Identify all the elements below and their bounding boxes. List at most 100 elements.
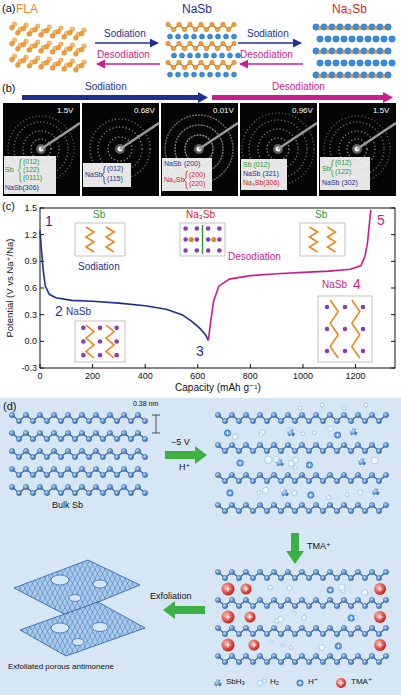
sb-atom bbox=[86, 418, 91, 423]
lattice-line bbox=[30, 550, 90, 665]
sb-atom bbox=[107, 484, 112, 489]
sb-atom bbox=[221, 22, 225, 26]
sb-atom bbox=[10, 57, 15, 62]
lattice-line bbox=[160, 550, 220, 665]
sb-atom bbox=[369, 653, 374, 658]
sb-atom bbox=[142, 418, 147, 423]
sb-atom bbox=[215, 27, 219, 31]
sb-atom bbox=[376, 478, 381, 483]
phase-label: NaSb bbox=[164, 160, 182, 168]
sb-atom bbox=[306, 603, 311, 608]
sb-atom bbox=[362, 448, 367, 453]
sb-atom bbox=[348, 631, 353, 636]
sb-atom bbox=[30, 418, 35, 423]
process-label: Sodiation bbox=[104, 28, 146, 40]
na-atom bbox=[389, 60, 395, 66]
sheet-lattice bbox=[0, 550, 255, 665]
tick bbox=[391, 207, 395, 208]
sb-chain bbox=[106, 227, 114, 252]
sb-atom bbox=[243, 625, 248, 630]
lattice-line bbox=[85, 550, 145, 665]
lattice-line bbox=[0, 550, 5, 665]
na-atom bbox=[114, 326, 119, 331]
lattice-line bbox=[65, 550, 125, 665]
legend-text: TMA⁺ bbox=[351, 677, 372, 686]
tma-ion bbox=[222, 611, 235, 624]
sb-atom bbox=[376, 603, 381, 608]
pore bbox=[69, 595, 81, 602]
sb-atom bbox=[93, 412, 98, 417]
h-atom bbox=[349, 428, 352, 431]
plus-sign bbox=[341, 681, 342, 686]
lattice-line bbox=[0, 550, 30, 665]
sb-atom bbox=[264, 603, 269, 608]
sb-atom bbox=[264, 575, 269, 580]
lattice-line bbox=[125, 550, 185, 665]
lattice-line bbox=[25, 550, 85, 665]
sb-atom bbox=[313, 569, 318, 574]
h-ion bbox=[327, 587, 334, 594]
tma-ion bbox=[249, 640, 260, 651]
sb-atom bbox=[171, 27, 175, 31]
lattice-line bbox=[165, 550, 225, 665]
sb-atom bbox=[229, 442, 234, 447]
sb-atom bbox=[16, 472, 21, 477]
na-atom bbox=[199, 72, 204, 77]
lattice-line bbox=[70, 550, 130, 665]
sb-atom bbox=[93, 430, 98, 435]
h-atom bbox=[352, 434, 355, 437]
sb-atom bbox=[348, 659, 353, 664]
tick bbox=[40, 341, 44, 342]
lattice-line bbox=[170, 550, 230, 665]
sb-chain bbox=[330, 300, 338, 358]
sb-atom bbox=[30, 490, 35, 495]
sb-atom bbox=[177, 22, 181, 26]
sb-atom bbox=[257, 442, 262, 447]
lattice-line bbox=[30, 550, 90, 665]
h2-bubble bbox=[232, 434, 238, 440]
lattice-line bbox=[10, 550, 70, 665]
sb-atom bbox=[327, 472, 332, 477]
sb-atom bbox=[142, 454, 147, 459]
sb-atom bbox=[348, 418, 353, 423]
sb-atom bbox=[51, 430, 56, 435]
sb-atom bbox=[56, 45, 61, 50]
sb-atom bbox=[23, 430, 28, 435]
sb-atom bbox=[236, 418, 241, 423]
sb-atom bbox=[306, 659, 311, 664]
sb-atom bbox=[306, 631, 311, 636]
sb-atom bbox=[72, 472, 77, 477]
tick-label: 0.3 bbox=[24, 309, 37, 319]
na-atom bbox=[206, 248, 211, 253]
na-atom bbox=[317, 36, 323, 42]
lattice-line bbox=[170, 550, 230, 665]
sb-atom bbox=[355, 597, 360, 602]
lattice-line bbox=[55, 550, 115, 665]
sb-atom bbox=[16, 418, 21, 423]
sb-atom bbox=[86, 472, 91, 477]
saed-pattern bbox=[3, 103, 80, 196]
sb-atom bbox=[210, 60, 214, 64]
sb-atom bbox=[16, 454, 21, 459]
sb-atom bbox=[341, 412, 346, 417]
sb-atom bbox=[229, 472, 234, 477]
lattice-line bbox=[0, 550, 20, 665]
tick bbox=[391, 314, 395, 315]
sb-atom bbox=[341, 502, 346, 507]
sb-atom bbox=[73, 52, 78, 57]
sb-atom bbox=[107, 412, 112, 417]
lattice-line bbox=[100, 550, 160, 665]
lattice-line bbox=[120, 550, 180, 665]
tick-label: 1.2 bbox=[24, 229, 37, 239]
sb-chain bbox=[106, 325, 114, 358]
sb-atom bbox=[72, 454, 77, 459]
tick bbox=[40, 364, 41, 368]
tick-label: -0.3 bbox=[21, 363, 37, 373]
sb-atom bbox=[334, 659, 339, 664]
sb-atom bbox=[114, 454, 119, 459]
sb-atom bbox=[369, 502, 374, 507]
sb-atom bbox=[355, 625, 360, 630]
miller-index: (220) bbox=[189, 180, 205, 188]
h2-bubble bbox=[293, 612, 296, 615]
lattice-line bbox=[70, 550, 130, 665]
